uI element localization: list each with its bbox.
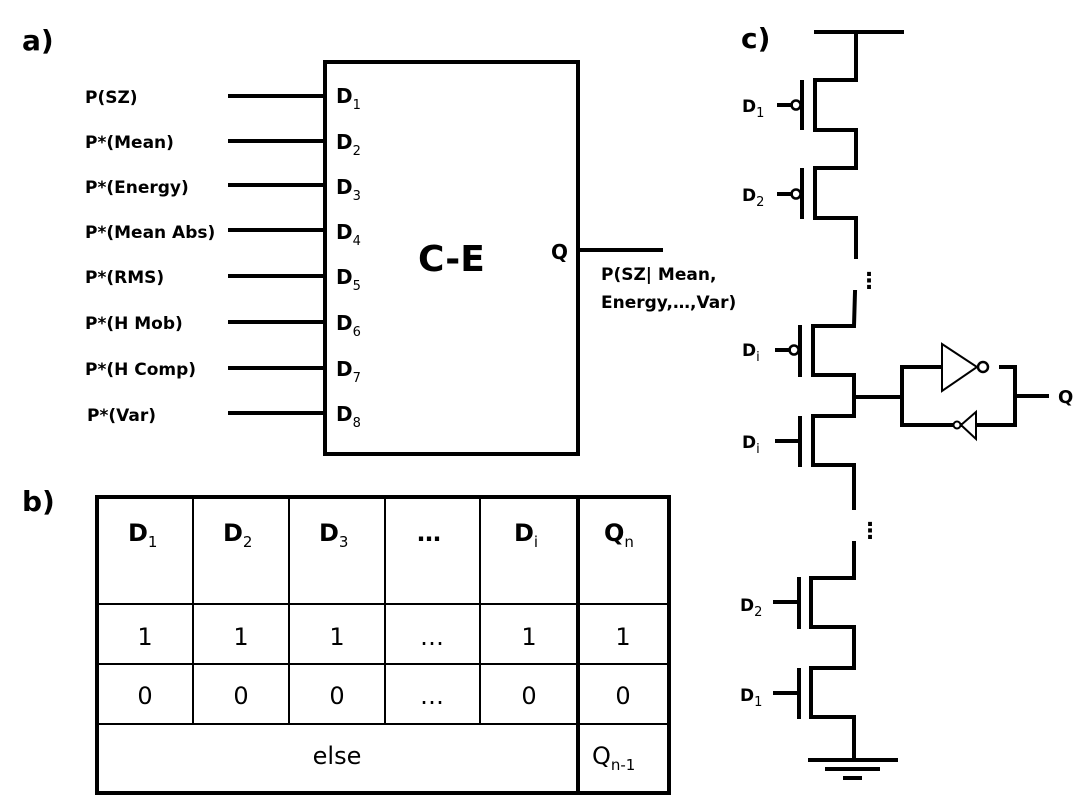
table-cell: 1 xyxy=(329,623,344,651)
input-label: P*(H Mob) xyxy=(85,314,183,334)
output-pin: Q xyxy=(551,240,568,264)
keeper-wire xyxy=(977,365,1017,427)
input-3: P*(Energy) D3 xyxy=(85,175,361,204)
block-inputs: P(SZ) D1 P*(Mean) D2 P*(Energy) D3 P*(Me… xyxy=(85,84,361,431)
table-cell: 0 xyxy=(521,682,536,710)
table-cell: 0 xyxy=(615,682,630,710)
input-6: P*(H Mob) D6 xyxy=(85,311,361,340)
table-border xyxy=(95,495,671,795)
gate-label: Di xyxy=(742,341,760,365)
gate-label: D1 xyxy=(742,97,764,121)
input-pin: D2 xyxy=(336,130,361,159)
gate-label: Di xyxy=(742,433,760,457)
input-pin: D6 xyxy=(336,311,361,340)
table-else-output: Qn-1 xyxy=(592,742,635,774)
table-header-cell: D2 xyxy=(223,519,252,551)
table-cell: … xyxy=(420,623,444,651)
output-label-line2: Energy,…,Var) xyxy=(601,293,736,313)
input-4: P*(Mean Abs) D4 xyxy=(85,220,361,249)
table-cell: 1 xyxy=(615,623,630,651)
q-output-label: Q xyxy=(1058,387,1073,408)
input-label: P*(Energy) xyxy=(85,178,189,198)
input-label: P*(Mean Abs) xyxy=(85,223,215,243)
output-label-line1: P(SZ| Mean, xyxy=(601,265,716,285)
pmos-transistor-i: Di xyxy=(742,289,858,400)
input-label: P*(Var) xyxy=(87,406,156,426)
c-element-title: C-E xyxy=(418,239,485,280)
table-row: 0 0 0 … 0 0 xyxy=(137,682,630,710)
c-element-block xyxy=(323,60,580,456)
input-7: P*(H Comp) D7 xyxy=(85,357,361,386)
gate-label: D1 xyxy=(740,686,762,710)
nmos-transistor-i: Di xyxy=(742,396,856,510)
table-cell: 1 xyxy=(521,623,536,651)
table-header-cell: Di xyxy=(514,519,538,551)
panel-b-label: b) xyxy=(22,485,55,518)
table-row-else: else Qn-1 xyxy=(313,742,636,774)
input-label: P*(RMS) xyxy=(85,268,164,288)
input-pin: D1 xyxy=(336,84,361,113)
input-2: P*(Mean) D2 xyxy=(85,130,361,159)
input-pin: D3 xyxy=(336,175,361,204)
table-cell: … xyxy=(420,682,444,710)
pmos-channel xyxy=(813,78,858,170)
table-header-row: D1 D2 D3 … Di Qn xyxy=(128,519,634,551)
input-1: P(SZ) D1 xyxy=(85,84,361,113)
inverter-bubble-icon xyxy=(952,420,962,430)
input-5: P*(RMS) D5 xyxy=(85,265,361,294)
ground-icon xyxy=(808,758,898,780)
table-header-cell: D1 xyxy=(128,519,157,551)
table-header-cell: D3 xyxy=(319,519,348,551)
table-cell: 1 xyxy=(233,623,248,651)
table-cell: 0 xyxy=(233,682,248,710)
table-else-label: else xyxy=(313,742,362,770)
pmos-transistor-2: D2 xyxy=(742,166,858,259)
ellipsis-icon: ⋮ xyxy=(858,269,880,294)
table-cell: 0 xyxy=(329,682,344,710)
panel-c-label: c) xyxy=(741,22,770,55)
input-8: P*(Var) D8 xyxy=(87,402,361,431)
table-header-cell: Qn xyxy=(604,519,634,551)
input-label: P*(Mean) xyxy=(85,133,174,153)
gate-label: D2 xyxy=(740,596,762,620)
input-pin: D8 xyxy=(336,402,361,431)
inverter-forward-icon xyxy=(941,342,979,393)
nmos-transistor-2: D2 xyxy=(740,541,856,670)
truth-table: D1 D2 D3 … Di Qn 1 1 1 … 1 1 0 0 0 … 0 0… xyxy=(95,495,671,795)
table-row: 1 1 1 … 1 1 xyxy=(137,623,630,651)
nmos-transistor-1: D1 xyxy=(740,666,856,761)
input-pin: D4 xyxy=(336,220,361,249)
table-header-cell: … xyxy=(417,519,441,547)
pmos-channel xyxy=(813,166,858,259)
input-pin: D7 xyxy=(336,357,361,386)
nmos-channel xyxy=(809,541,856,670)
input-label: P(SZ) xyxy=(85,88,138,108)
table-cell: 0 xyxy=(137,682,152,710)
input-label: P*(H Comp) xyxy=(85,360,196,380)
panel-a-label: a) xyxy=(22,24,54,57)
pmos-channel xyxy=(811,289,858,400)
gate-label: D2 xyxy=(742,186,764,210)
nmos-channel xyxy=(811,396,856,510)
inverter-bubble-icon xyxy=(976,360,990,374)
cmos-circuit: D1 D2 ⋮ Di xyxy=(740,30,1073,780)
inverter-feedback-icon xyxy=(959,409,977,442)
keeper-latch: Q xyxy=(900,342,1073,442)
keeper-wire xyxy=(900,365,962,427)
ellipsis-icon: ⋮ xyxy=(859,519,881,544)
table-cell: 1 xyxy=(137,623,152,651)
nmos-channel xyxy=(809,666,856,761)
input-pin: D5 xyxy=(336,265,361,294)
pmos-transistor-1: D1 xyxy=(742,78,858,170)
